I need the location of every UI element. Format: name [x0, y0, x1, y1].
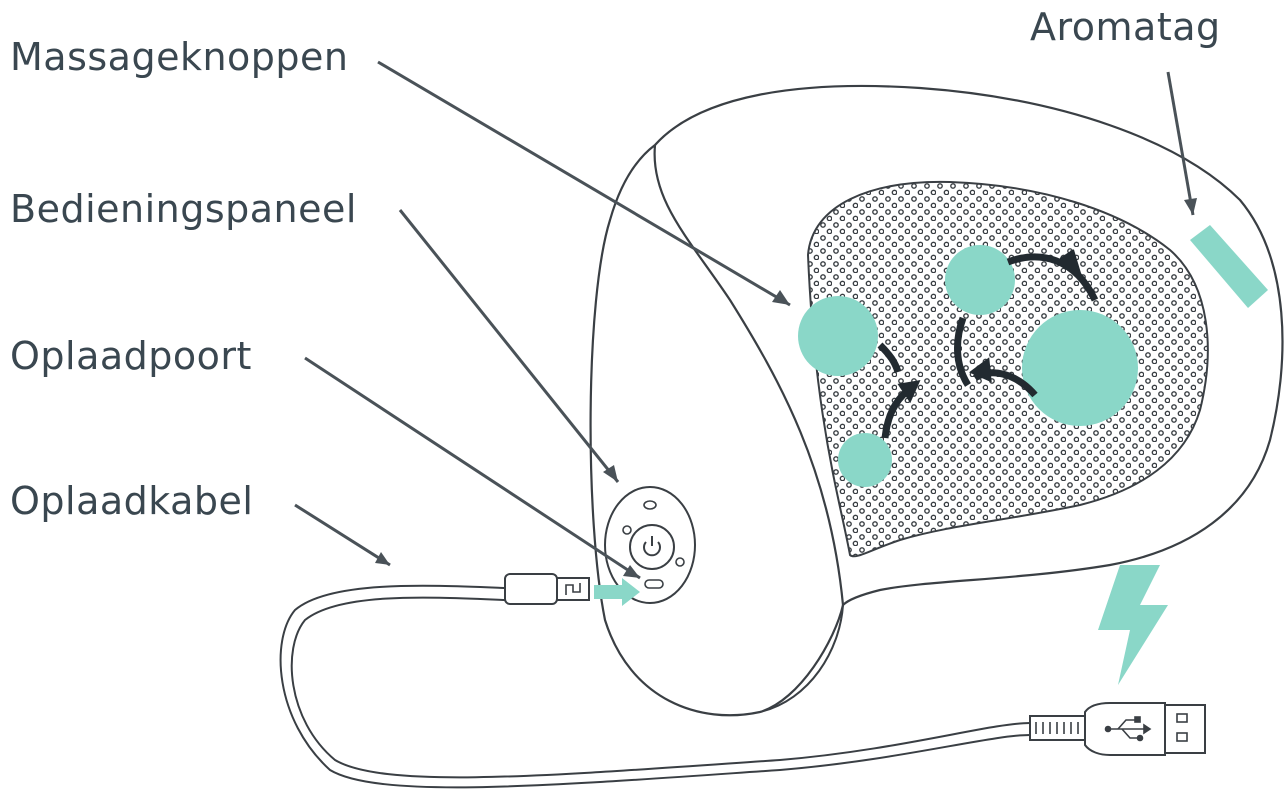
usb-symbol-icon — [1104, 716, 1152, 742]
massage-node — [838, 433, 892, 487]
label-control-panel: Bedieningspaneel — [10, 187, 357, 231]
pillow-side-edge — [759, 604, 844, 713]
massage-node — [945, 245, 1015, 315]
speed-button[interactable] — [675, 557, 685, 567]
power-icon[interactable] — [643, 536, 661, 557]
label-massage-buttons: Massageknoppen — [10, 35, 349, 79]
heat-button[interactable] — [622, 525, 632, 535]
mesh-area — [806, 180, 1209, 558]
leader-cable — [294, 503, 391, 567]
rotation-arrows — [877, 249, 1099, 439]
mode-button[interactable] — [643, 500, 657, 510]
pillow-fold-line — [653, 144, 845, 606]
leader-massage — [377, 60, 791, 307]
leader-port — [304, 356, 641, 580]
charging-cable — [279, 584, 1031, 789]
massage-nodes — [798, 245, 1138, 487]
aroma-tag — [1190, 225, 1268, 308]
leader-aroma — [1166, 71, 1195, 216]
usb-c-connector — [504, 573, 590, 605]
usb-a-connector — [1029, 702, 1206, 756]
insert-arrow — [594, 578, 640, 606]
leader-lines — [294, 60, 1195, 580]
lightning-bolt-icon — [1098, 565, 1168, 685]
charging-port[interactable] — [644, 579, 664, 589]
label-charging-port: Oplaadpoort — [10, 334, 252, 378]
leader-panel — [398, 209, 620, 483]
massage-node — [798, 296, 878, 376]
massage-node — [1022, 310, 1138, 426]
leader-arrowheads — [375, 198, 1197, 578]
label-charging-cable: Oplaadkabel — [10, 479, 254, 523]
label-aroma-tag: Aromatag — [1030, 5, 1221, 49]
